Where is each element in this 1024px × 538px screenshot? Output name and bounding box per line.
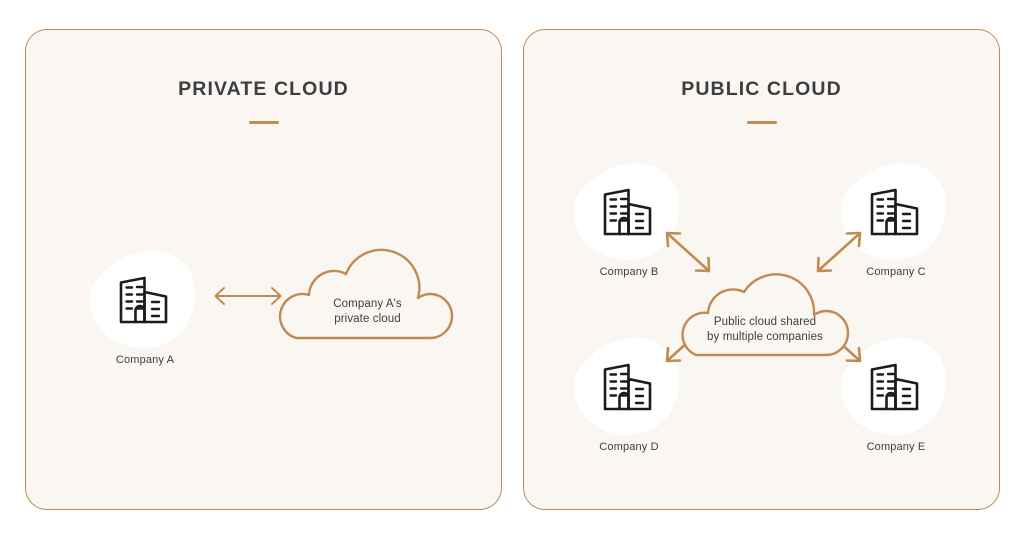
cloud-outline-icon	[278, 248, 454, 340]
company-c-label: Company C	[866, 266, 926, 278]
company-c-node: Company C	[836, 160, 956, 278]
private-cloud-text-line2: private cloud	[334, 313, 401, 325]
blob-background-shape	[573, 163, 680, 260]
cloud-outline-icon	[681, 273, 850, 357]
title-underline-rule	[248, 121, 279, 124]
company-e-node: Company E	[836, 335, 956, 453]
office-building-icon	[119, 276, 168, 324]
company-c-connector-arrow	[816, 231, 862, 273]
public-cloud-text-line1: Public cloud shared	[713, 316, 817, 328]
company-e-icon-group	[836, 335, 956, 439]
public-cloud-text-line2: by multiple companies	[707, 331, 823, 343]
company-b-connector-arrow	[665, 231, 711, 273]
company-c-icon-group	[836, 160, 956, 264]
private-cloud-text-line1: Company A's	[333, 298, 402, 310]
office-building-icon	[870, 188, 919, 236]
title-underline-rule-public	[746, 121, 777, 124]
private-cloud-connector-arrow	[214, 287, 282, 305]
private-cloud-panel: PRIVATE CLOUD	[25, 29, 502, 510]
blob-background-shape	[840, 163, 947, 260]
company-a-icon-group	[85, 248, 205, 352]
office-building-icon	[603, 188, 652, 236]
blob-background-shape	[840, 338, 947, 435]
public-cloud-panel: PUBLIC CLOUD	[523, 29, 1000, 510]
company-d-icon-group	[569, 335, 689, 439]
public-cloud-shape-group: Public cloud shared by multiple companie…	[670, 260, 860, 370]
company-a-label: Company A	[115, 354, 175, 366]
company-e-label: Company E	[866, 441, 926, 453]
blob-background-shape	[573, 338, 680, 435]
office-building-icon	[603, 363, 652, 411]
public-cloud-title: PUBLIC CLOUD	[681, 78, 842, 100]
blob-background-shape	[89, 251, 196, 348]
company-d-node: Company D	[569, 335, 689, 453]
office-building-icon	[870, 363, 919, 411]
company-a-node: Company A	[85, 248, 205, 366]
company-b-label: Company B	[599, 266, 659, 278]
company-b-node: Company B	[569, 160, 689, 278]
company-b-icon-group	[569, 160, 689, 264]
company-d-label: Company D	[599, 441, 659, 453]
private-cloud-title: PRIVATE CLOUD	[178, 78, 349, 100]
private-cloud-shape-group: Company A's private cloud	[270, 235, 465, 345]
